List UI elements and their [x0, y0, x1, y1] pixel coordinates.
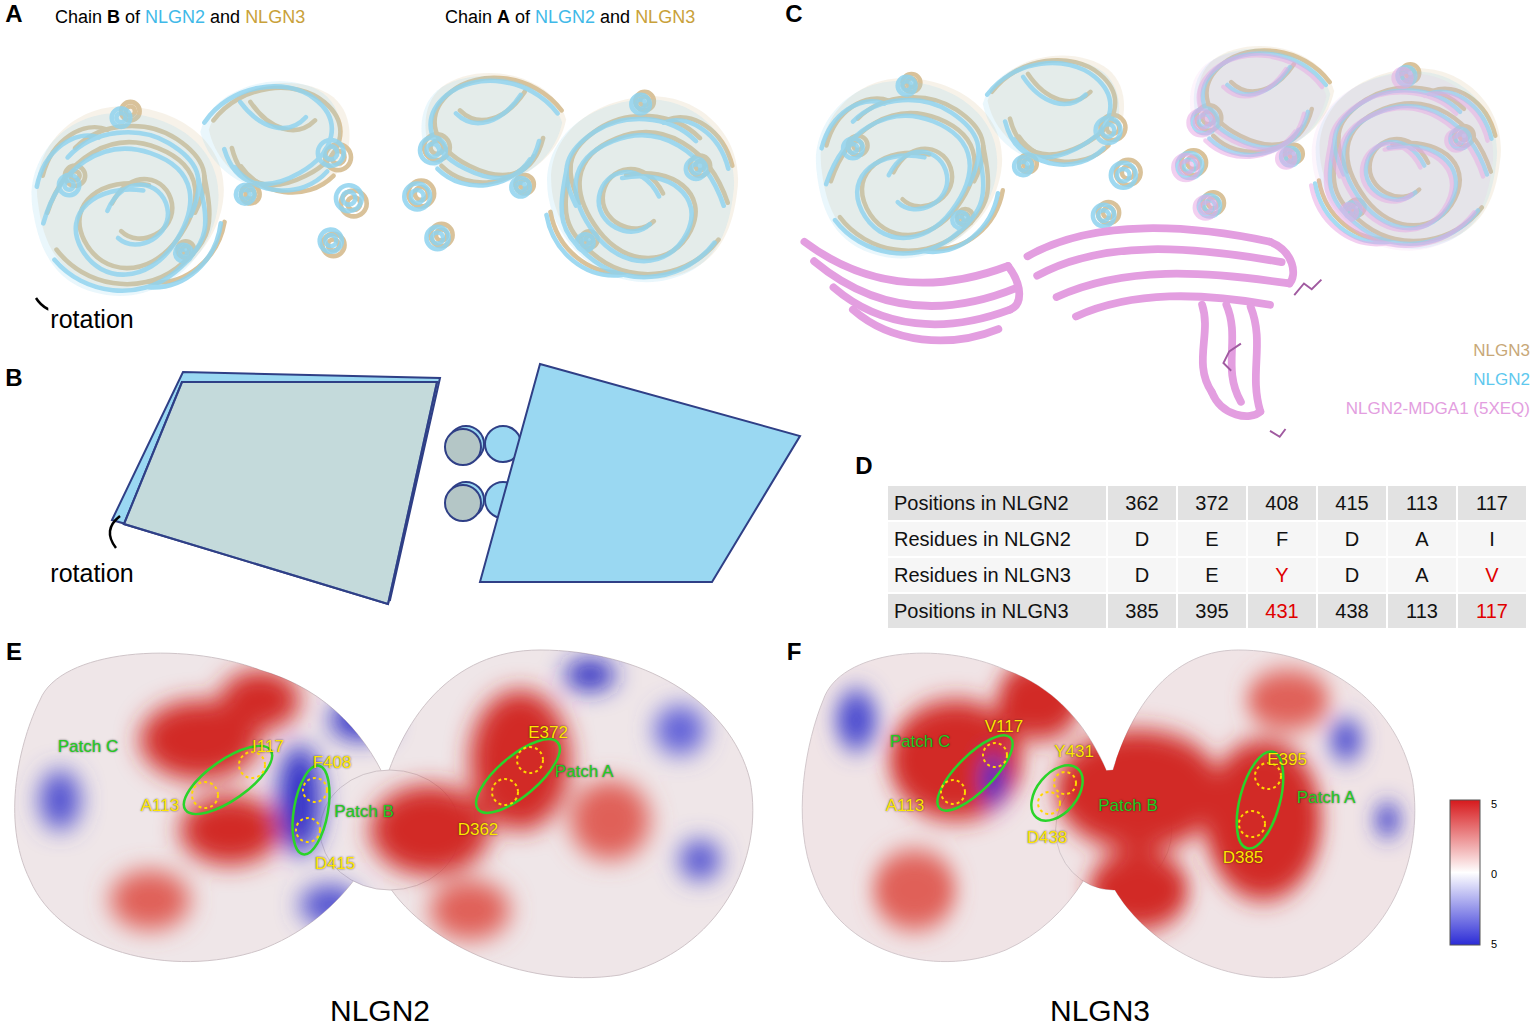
header-word: B — [107, 7, 120, 27]
table-cell: Residues in NLGN2 — [888, 522, 1106, 556]
residue-label: E395 — [1267, 751, 1307, 770]
table-cell: V — [1458, 558, 1526, 592]
rotation-label: rotation — [48, 560, 135, 588]
patch-label: Patch C — [58, 738, 118, 757]
residue-label: V117 — [985, 718, 1023, 737]
panel-letter: D — [855, 453, 872, 479]
colorbar-tick: 5 — [1491, 798, 1497, 810]
header-word: of — [515, 7, 530, 27]
table-cell: 395 — [1178, 594, 1246, 628]
chain-header: ChainAofNLGN2andNLGN3 — [445, 7, 700, 29]
table-cell: 117 — [1458, 486, 1526, 520]
panel-a-structure — [26, 73, 738, 312]
patch-label: Patch C — [890, 733, 950, 752]
residue-label: Y431 — [1054, 743, 1094, 762]
header-word: and — [600, 7, 630, 27]
legend-text: NLGN2 — [1473, 370, 1530, 389]
legend-color-text: NLGN2 — [1473, 370, 1530, 389]
legend-entry: NLGN3 — [1346, 336, 1530, 365]
header-word: and — [210, 7, 240, 27]
table-cell: Positions in NLGN2 — [888, 486, 1106, 520]
panel-letter: C — [785, 1, 802, 27]
table-cell: Y — [1248, 558, 1316, 592]
panel-b-schematic — [110, 364, 800, 604]
table-cell: D — [1318, 522, 1386, 556]
patch-annotations-f — [927, 725, 1292, 854]
header-word: A — [497, 7, 510, 27]
patch-label: Patch B — [1098, 797, 1158, 816]
legend-color-text: NLGN2-MDGA1 (5XEQ) — [1346, 399, 1530, 418]
colorbar-tick: 5 — [1491, 938, 1497, 950]
panel-c-structure — [804, 46, 1501, 437]
panel-e-surface — [15, 650, 753, 978]
table-cell: D — [1108, 558, 1176, 592]
legend-text: NLGN2-MDGA1 (5XEQ) — [1346, 399, 1530, 418]
table-cell: E — [1178, 522, 1246, 556]
residue-table: Positions in NLGN2362372408415113117Resi… — [888, 486, 1526, 628]
table-cell: Residues in NLGN3 — [888, 558, 1106, 592]
legend: NLGN3NLGN2NLGN2-MDGA1 (5XEQ) — [1346, 336, 1530, 423]
header-word: Chain — [445, 7, 492, 27]
residue-label: D362 — [458, 821, 499, 840]
header-word: NLGN3 — [635, 7, 695, 27]
panel-letter: F — [787, 639, 802, 665]
residue-label: D415 — [315, 855, 356, 874]
table-cell: 362 — [1108, 486, 1176, 520]
rotation-bracket — [110, 516, 120, 548]
residue-label: F408 — [313, 754, 352, 773]
panel-f-surface — [802, 650, 1415, 978]
table-cell: 408 — [1248, 486, 1316, 520]
table-cell: E — [1178, 558, 1246, 592]
color-bar — [1450, 800, 1480, 945]
legend-entry: NLGN2 — [1346, 365, 1530, 394]
protein-name: NLGN2 — [330, 994, 430, 1027]
residue-label: A113 — [886, 797, 924, 816]
table-cell: 117 — [1458, 594, 1526, 628]
table-cell: F — [1248, 522, 1316, 556]
residue-label: D385 — [1223, 849, 1264, 868]
legend-text: NLGN3 — [1473, 341, 1530, 360]
residue-label: D438 — [1027, 829, 1068, 848]
panel-letter: B — [5, 365, 22, 391]
panel-letter: E — [6, 639, 22, 665]
panel-letter: A — [5, 1, 22, 27]
residue-label: I117 — [252, 738, 284, 757]
table-cell: 113 — [1388, 594, 1456, 628]
chain-header: ChainBofNLGN2andNLGN3 — [55, 7, 310, 29]
table-cell: A — [1388, 558, 1456, 592]
rotation-label: rotation — [48, 306, 135, 334]
header-word: Chain — [55, 7, 102, 27]
residue-label: A113 — [141, 797, 179, 816]
header-word: NLGN3 — [245, 7, 305, 27]
patch-annotations-e — [174, 727, 571, 857]
table-cell: D — [1318, 558, 1386, 592]
residue-label: E372 — [528, 724, 568, 743]
colorbar-tick: 0 — [1491, 868, 1497, 880]
table-cell: A — [1388, 522, 1456, 556]
table-cell: 431 — [1248, 594, 1316, 628]
table-cell: I — [1458, 522, 1526, 556]
table-cell: Positions in NLGN3 — [888, 594, 1106, 628]
table-cell: 113 — [1388, 486, 1456, 520]
table-cell: D — [1108, 522, 1176, 556]
table-cell: 438 — [1318, 594, 1386, 628]
header-word: NLGN2 — [145, 7, 205, 27]
protein-name: NLGN3 — [1050, 994, 1150, 1027]
legend-color-text: NLGN3 — [1473, 341, 1530, 360]
patch-label: Patch B — [334, 803, 394, 822]
table-cell: 415 — [1318, 486, 1386, 520]
patch-label: Patch A — [1297, 789, 1356, 808]
patch-label: Patch A — [555, 763, 614, 782]
header-word: of — [125, 7, 140, 27]
table-cell: 385 — [1108, 594, 1176, 628]
table-cell: 372 — [1178, 486, 1246, 520]
legend-entry: NLGN2-MDGA1 (5XEQ) — [1346, 394, 1530, 423]
header-word: NLGN2 — [535, 7, 595, 27]
